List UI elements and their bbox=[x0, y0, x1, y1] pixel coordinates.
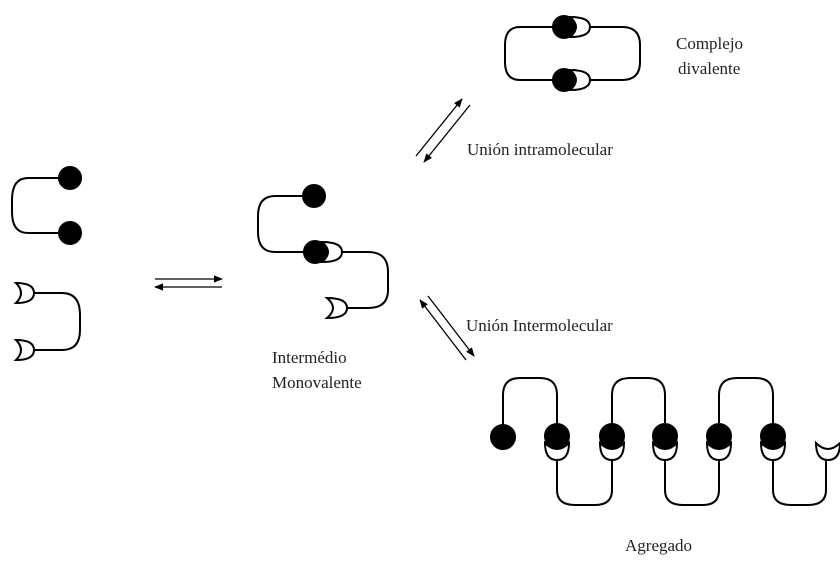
ligand-ball-bound bbox=[706, 423, 732, 449]
receptor-arch bbox=[664, 450, 720, 506]
equilibrium-arrows-left bbox=[154, 275, 223, 291]
label-complejo-divalente-2: divalente bbox=[678, 59, 741, 78]
receptor-linker bbox=[584, 26, 641, 81]
ligand-ball-bound bbox=[760, 423, 786, 449]
ligand-ball-bound bbox=[652, 423, 678, 449]
label-union-intermolecular: Unión Intermolecular bbox=[466, 316, 613, 335]
ligand-ball bbox=[58, 166, 82, 190]
ligand-ball bbox=[490, 424, 516, 450]
ligand-arch bbox=[611, 377, 666, 432]
receptor-cup bbox=[324, 296, 349, 320]
monovalent-intermediate bbox=[257, 184, 389, 320]
label-agregado: Agregado bbox=[625, 536, 693, 555]
label-intermedio: Intermédio bbox=[272, 348, 347, 367]
ligand-ball bbox=[302, 184, 326, 208]
receptor-linker bbox=[28, 292, 81, 351]
receptor-arch bbox=[556, 450, 613, 506]
ligand-arch bbox=[502, 377, 558, 432]
ligand-ball-bound bbox=[599, 423, 625, 449]
receptor-cup bbox=[13, 338, 36, 362]
aggregate bbox=[490, 377, 840, 506]
label-monovalente: Monovalente bbox=[272, 373, 362, 392]
receptor-cup bbox=[13, 281, 36, 305]
receptor-cup bbox=[814, 440, 840, 462]
receptor-linker bbox=[340, 251, 389, 309]
free-divalent-receptor bbox=[13, 281, 81, 362]
equilibrium-arrows-intermolecular bbox=[419, 295, 475, 361]
label-union-intramolecular: Unión intramolecular bbox=[467, 140, 613, 159]
ligand-arch bbox=[718, 377, 774, 432]
label-complejo-divalente-1: Complejo bbox=[676, 34, 744, 53]
receptor-arch bbox=[772, 450, 827, 506]
ligand-ball-bound bbox=[552, 68, 576, 92]
free-divalent-ligand bbox=[11, 166, 82, 245]
equilibrium-arrows-intramolecular bbox=[415, 98, 471, 163]
ligand-linker bbox=[257, 195, 314, 253]
ligand-ball bbox=[58, 221, 82, 245]
ligand-ball-bound bbox=[552, 15, 576, 39]
ligand-ball-bound bbox=[544, 423, 570, 449]
ligand-linker bbox=[11, 177, 70, 234]
receptor-cup-bound bbox=[319, 240, 344, 264]
ligand-linker bbox=[504, 26, 566, 81]
divalent-complex bbox=[504, 15, 641, 92]
ligand-ball-bound bbox=[303, 240, 327, 264]
